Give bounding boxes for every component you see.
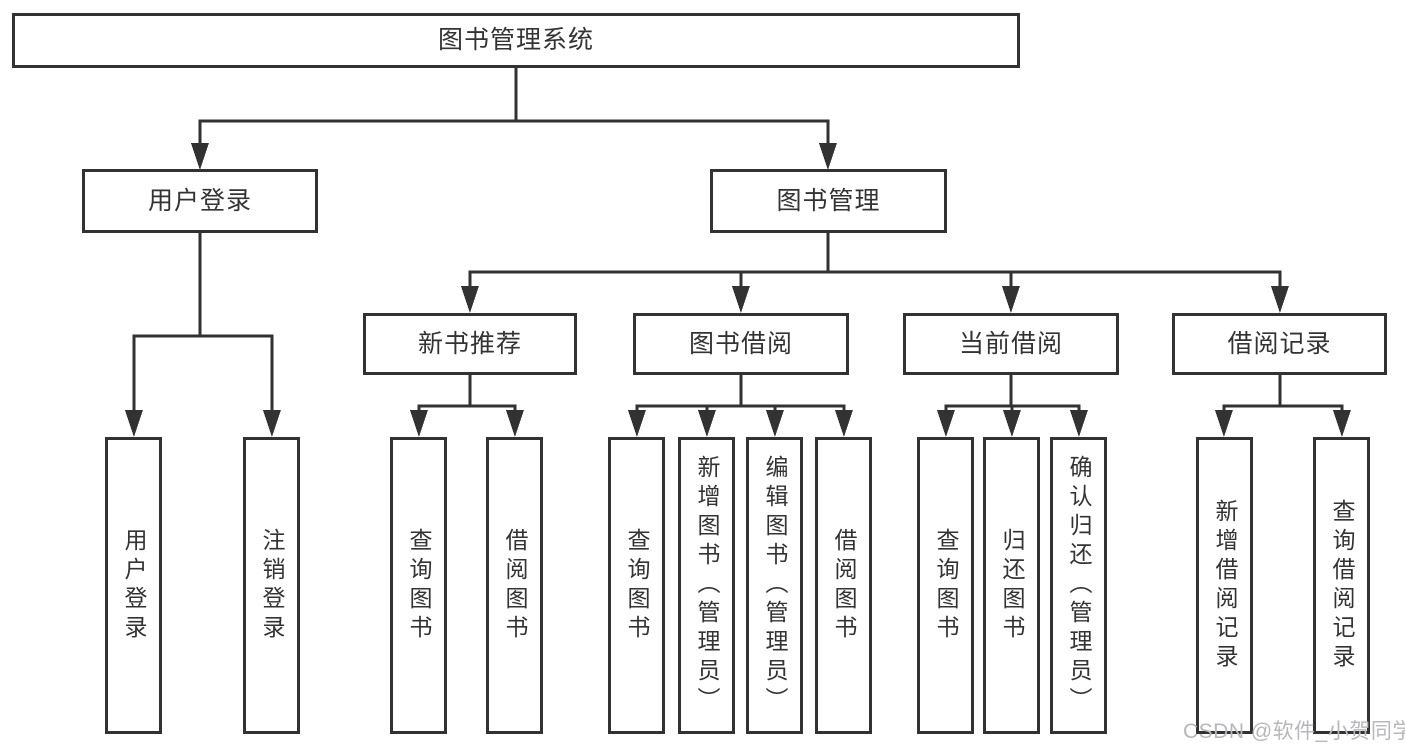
leaf-borrow-books-borrowing: 借阅图书 xyxy=(815,437,872,734)
node-label: 新书推荐 xyxy=(417,329,522,358)
arrowhead xyxy=(461,286,479,313)
arrowhead xyxy=(1271,286,1289,313)
leaf-label: 确认归还（管理员） xyxy=(1066,455,1092,716)
leaf-label: 新增借阅记录 xyxy=(1212,498,1238,673)
arrowhead xyxy=(125,410,143,437)
node-book-management: 图书管理 xyxy=(710,169,947,233)
leaf-label: 借阅图书 xyxy=(831,527,857,644)
connector-bookmgmt-to-level3 xyxy=(468,233,1282,298)
arrowhead xyxy=(1003,410,1021,437)
leaf-query-books-current: 查询图书 xyxy=(917,437,974,734)
arrowhead xyxy=(628,410,646,437)
arrowhead xyxy=(732,286,750,313)
leaf-query-books-recommend: 查询图书 xyxy=(390,437,447,734)
arrowhead xyxy=(191,143,209,170)
node-label: 借阅记录 xyxy=(1227,329,1332,358)
arrowhead xyxy=(698,410,716,437)
arrowhead xyxy=(1333,410,1351,437)
leaf-label: 查询图书 xyxy=(406,527,432,644)
node-user-login: 用户登录 xyxy=(82,169,318,233)
leaf-label: 查询图书 xyxy=(624,527,650,644)
leaf-label: 注销登录 xyxy=(259,527,285,644)
connector-newbook-to-leaves xyxy=(417,375,517,427)
leaf-label: 编辑图书（管理员） xyxy=(762,455,788,716)
leaf-label: 查询图书 xyxy=(933,527,959,644)
arrowhead xyxy=(1002,286,1020,313)
arrowhead xyxy=(937,410,955,437)
leaf-logout: 注销登录 xyxy=(243,437,300,734)
leaf-query-books-borrowing: 查询图书 xyxy=(608,437,665,734)
arrowhead xyxy=(835,410,853,437)
arrowhead xyxy=(1215,410,1233,437)
csdn-watermark: CSDN @软件_小贺同学 xyxy=(1183,720,1405,743)
leaf-add-borrow-record: 新增借阅记录 xyxy=(1196,437,1253,734)
node-library-management-system: 图书管理系统 xyxy=(12,13,1020,68)
leaf-label: 借阅图书 xyxy=(502,527,528,644)
leaf-query-borrow-record: 查询借阅记录 xyxy=(1313,437,1370,734)
leaf-borrow-books-recommend: 借阅图书 xyxy=(486,437,543,734)
node-new-book-recommend: 新书推荐 xyxy=(363,313,577,375)
leaf-label: 归还图书 xyxy=(999,527,1025,644)
node-label: 图书管理系统 xyxy=(437,26,594,54)
leaf-label: 新增图书（管理员） xyxy=(694,455,720,716)
arrowhead xyxy=(506,410,524,437)
leaf-label: 用户登录 xyxy=(121,527,147,644)
leaf-add-book-admin: 新增图书（管理员） xyxy=(678,437,735,734)
leaf-label: 查询借阅记录 xyxy=(1329,498,1355,673)
node-borrowing-records: 借阅记录 xyxy=(1172,313,1387,375)
arrowhead xyxy=(263,410,281,437)
connector-root-to-level2 xyxy=(198,68,830,152)
connector-bookborrow-to-leaves xyxy=(635,375,846,427)
arrowhead xyxy=(410,410,428,437)
connector-records-to-leaves xyxy=(1222,375,1344,427)
connector-userlogin-to-leaves xyxy=(132,233,274,427)
node-book-borrowing: 图书借阅 xyxy=(633,313,849,375)
node-label: 用户登录 xyxy=(147,186,252,215)
arrowhead xyxy=(766,410,784,437)
leaf-return-books: 归还图书 xyxy=(983,437,1040,734)
node-label: 图书借阅 xyxy=(688,329,793,358)
leaf-confirm-return-admin: 确认归还（管理员） xyxy=(1050,437,1107,734)
node-current-borrowing: 当前借阅 xyxy=(903,313,1119,375)
leaf-edit-book-admin: 编辑图书（管理员） xyxy=(746,437,803,734)
arrowhead xyxy=(819,143,837,170)
node-label: 当前借阅 xyxy=(958,329,1063,358)
arrowhead xyxy=(1070,410,1088,437)
node-label: 图书管理 xyxy=(776,186,881,215)
leaf-user-login: 用户登录 xyxy=(105,437,162,734)
